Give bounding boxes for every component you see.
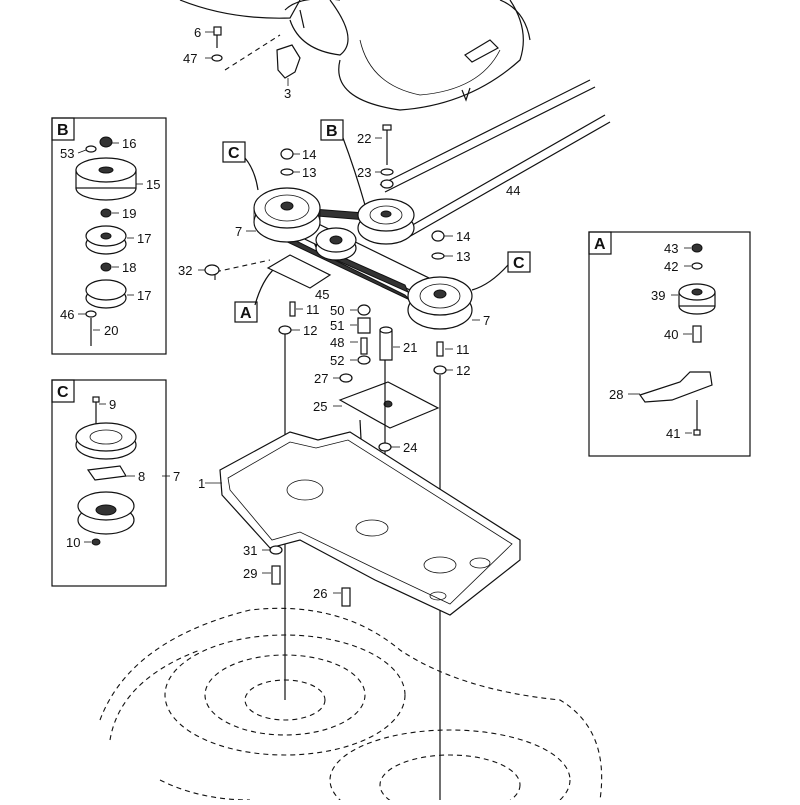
part-number-label: 17 [137,288,151,303]
part-number-label: 1 [198,476,205,491]
detail-a-panel: A 43 42 39 40 28 41 [588,231,751,457]
part-number-label: 53 [60,146,74,161]
part-number-label: 10 [66,535,80,550]
part-number-label: 28 [609,387,623,402]
part-number-label: 24 [403,440,417,455]
label-3: 3 [284,86,291,101]
lower-deck-outline [99,607,603,805]
part-number-label: 21 [403,340,417,355]
part-number-label: 42 [664,259,678,274]
part-number-label: 7 [235,224,242,239]
part-number-label: 22 [357,131,371,146]
part-number-label: A [240,305,252,322]
part-number-label: 7 [173,469,180,484]
label-32: 32 [178,263,192,278]
mower-deck-housing [179,0,531,111]
part-number-label: A [594,236,606,253]
part-number-label: 23 [357,165,371,180]
part-number-label: 31 [243,543,257,558]
pulley-center-idler [315,227,357,261]
part-number-label: C [57,384,69,401]
part-number-label: 13 [456,249,470,264]
mid-hardware: 11 12 50 51 48 21 52 27 25 11 12 [278,301,470,800]
part-number-label: 40 [664,327,678,342]
part-number-label: 9 [109,397,116,412]
label-44: 44 [506,183,520,198]
part-number-label: 50 [330,303,344,318]
pulley-b-top [357,198,415,245]
part-number-label: 41 [666,426,680,441]
part-number-label: 25 [313,399,327,414]
part-number-label: 17 [137,231,151,246]
part-number-label: 13 [302,165,316,180]
part-number-label: 7 [483,313,490,328]
drive-belt-44: 44 [379,79,611,243]
part-number-label: 29 [243,566,257,581]
part-number-label: 26 [313,586,327,601]
part-number-label: 8 [138,469,145,484]
bracket-45: 45 32 [178,254,332,302]
part-number-label: 12 [303,323,317,338]
detail-b-panel: B 16 53 15 19 17 18 17 46 20 [51,117,167,355]
label-45: 45 [315,287,329,302]
part-number-label: C [228,145,240,162]
part-number-label: 14 [302,147,316,162]
part-number-label: 43 [664,241,678,256]
part-number-label: 16 [122,136,136,151]
part-number-label: 11 [306,302,320,317]
top-hardware: 14 13 7 22 23 14 13 7 [235,124,490,328]
part-number-label: 11 [456,342,470,357]
part-number-label: 39 [651,288,665,303]
part-number-label: 19 [122,206,136,221]
part-number-label: B [57,122,69,139]
part-number-label: 14 [456,229,470,244]
part-number-label: 20 [104,323,118,338]
part-number-label: 52 [330,353,344,368]
callout-a-main: A [234,267,276,323]
callout-c-top: C [222,141,259,191]
part-number-label: C [513,255,525,272]
part-number-label: 15 [146,177,160,192]
pulley-right [407,276,473,330]
pulley-left [253,187,321,243]
part-number-label: 12 [456,363,470,378]
callout-c-right: C [471,251,531,291]
part-number-label: B [326,123,338,140]
label-6: 6 [194,25,201,40]
part-number-label: 27 [314,371,328,386]
part-number-label: 51 [330,318,344,333]
callout-b-top: B [320,119,366,206]
part-number-label: 48 [330,335,344,350]
label-47: 47 [183,51,197,66]
part-number-label: 18 [122,260,136,275]
base-plate-1: 1 [198,431,521,616]
bottom-hardware: 31 29 26 [243,543,351,607]
part-number-label: 46 [60,307,74,322]
part-6-47-3-group: 6 47 3 [183,25,301,101]
detail-c-panel: C 9 8 7 10 [51,379,180,587]
